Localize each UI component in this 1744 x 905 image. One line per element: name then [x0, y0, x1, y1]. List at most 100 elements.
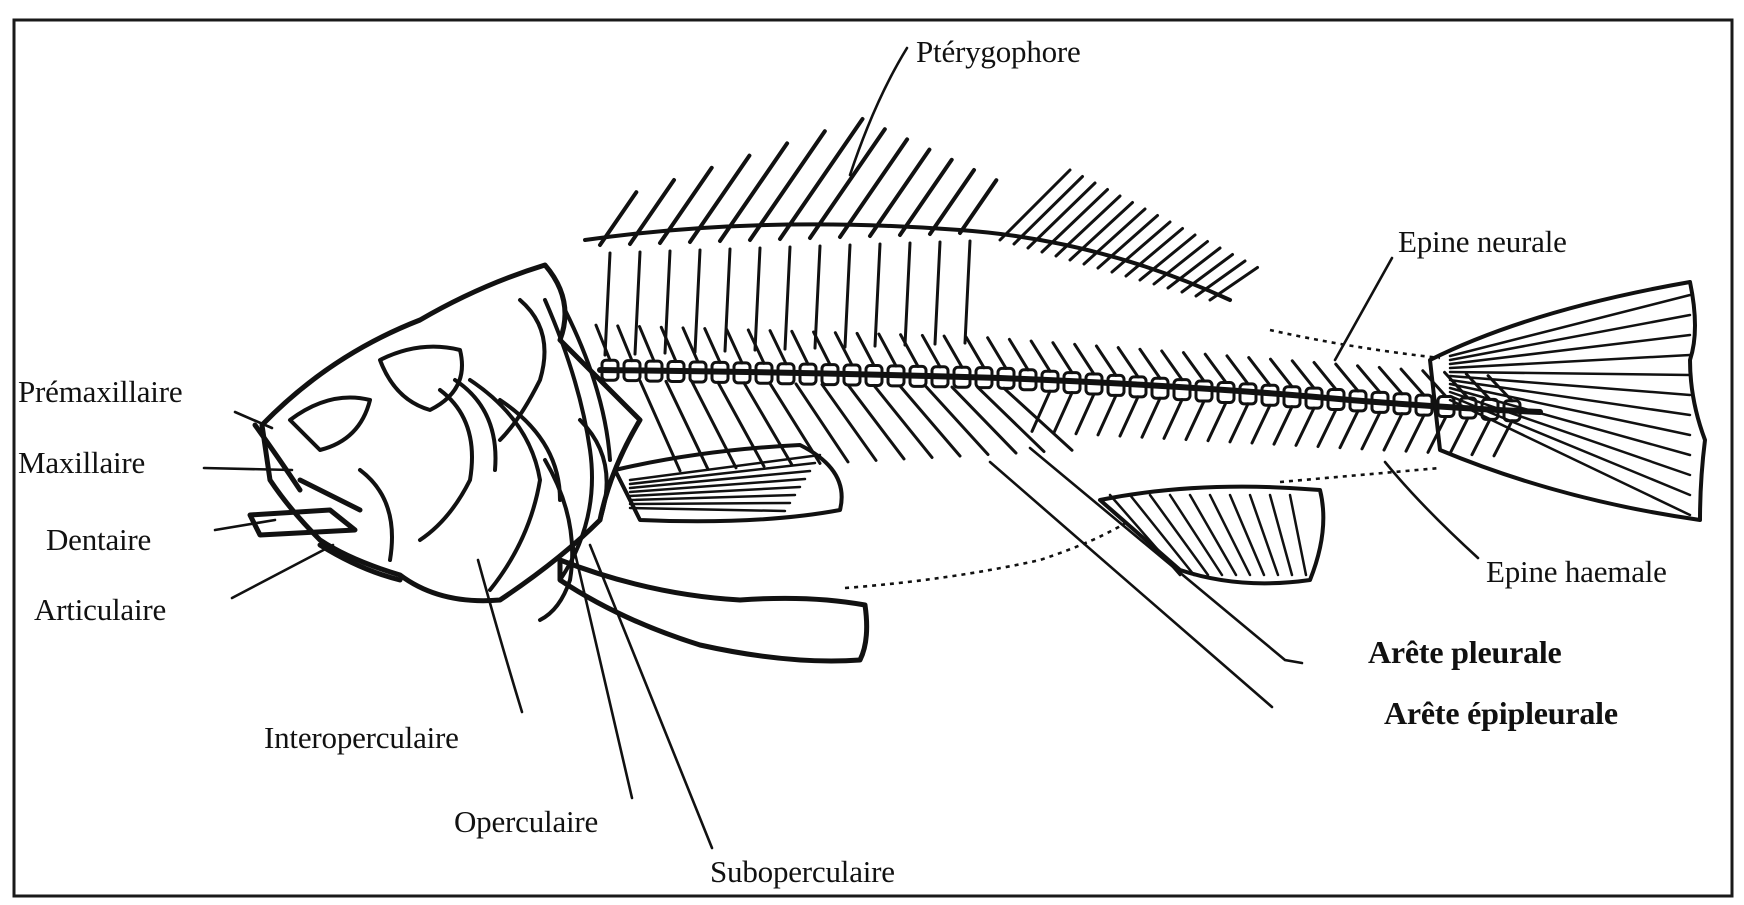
- neural-spine: [1205, 354, 1226, 382]
- haemal-spine: [1450, 418, 1468, 454]
- leader-maxillaire: [204, 468, 292, 470]
- haemal-spine: [1186, 401, 1204, 439]
- label-arete-pleurale: Arête pleurale: [1368, 636, 1562, 668]
- dashed-body-outline-top: [1270, 330, 1440, 358]
- soft-dorsal-ray: [1196, 261, 1245, 296]
- neural-spine: [1401, 369, 1424, 395]
- caudal-fin-rays: [1450, 295, 1690, 515]
- neural-spine: [922, 335, 940, 366]
- pterygophore-bone: [605, 253, 610, 355]
- neural-spine: [640, 327, 654, 362]
- pectoral-fin-ray: [630, 508, 785, 511]
- neural-spine: [1183, 353, 1204, 381]
- pterygophore-bone: [665, 251, 670, 353]
- pectoral-fin-ray: [630, 503, 790, 504]
- pterygophore-bone: [785, 247, 790, 349]
- neural-spine: [988, 338, 1006, 369]
- dorsal-spine: [960, 180, 996, 233]
- caudal-ray: [1450, 372, 1690, 375]
- pterygophore-bone: [695, 250, 700, 352]
- neural-spine: [1249, 358, 1270, 386]
- neural-spine: [727, 329, 742, 363]
- pterygophore-bone: [905, 243, 910, 345]
- soft-dorsal-ray: [1000, 170, 1070, 240]
- dorsal-spine: [840, 139, 907, 237]
- pectoral-fin-ray: [630, 455, 820, 480]
- anal-fin-ray: [1290, 495, 1306, 575]
- rib: [926, 387, 988, 455]
- neural-spine: [879, 334, 896, 366]
- soft-dorsal-ray: [1014, 177, 1083, 245]
- dorsal-spine: [900, 160, 952, 235]
- label-dentaire: Dentaire: [46, 524, 151, 555]
- caudal-ray: [1450, 392, 1690, 475]
- neural-spine: [1271, 359, 1292, 387]
- anal-fin-ray: [1230, 495, 1264, 575]
- haemal-spine: [1296, 408, 1314, 445]
- pterygophore-bone: [815, 246, 820, 348]
- rib: [900, 386, 960, 456]
- rib: [952, 387, 1016, 453]
- dorsal-spine: [810, 129, 885, 238]
- rib: [1004, 388, 1072, 450]
- haemal-spine: [1208, 402, 1226, 440]
- caudal-ray: [1450, 355, 1690, 368]
- rib: [978, 388, 1044, 452]
- neural-spine: [1227, 356, 1248, 384]
- rib: [796, 384, 848, 462]
- label-maxillaire: Maxillaire: [18, 447, 145, 478]
- pterygophore-bone: [965, 241, 970, 343]
- rib: [822, 384, 876, 460]
- neural-spine: [1140, 349, 1160, 378]
- pterygophore-bone: [845, 245, 850, 347]
- haemal-spine: [1098, 395, 1116, 434]
- ribs: [640, 381, 1072, 471]
- leader-arete-epipleurale: [990, 462, 1272, 707]
- label-articulaire: Articulaire: [34, 594, 166, 625]
- neural-spine: [1162, 351, 1182, 380]
- neural-spine: [944, 336, 962, 367]
- neural-spine: [1314, 362, 1336, 389]
- label-arete-epipleurale: Arête épipleurale: [1384, 697, 1618, 729]
- leader-epine-neurale: [1335, 258, 1392, 360]
- caudal-ray: [1450, 400, 1690, 515]
- leader-pterygophore: [850, 48, 907, 175]
- neural-spine: [1118, 348, 1138, 377]
- neural-spine: [835, 333, 852, 365]
- neural-spine: [1336, 364, 1358, 391]
- haemal-spine: [1406, 415, 1424, 451]
- soft-dorsal-ray: [1070, 203, 1133, 261]
- label-pterygophore: Ptérygophore: [916, 36, 1081, 67]
- haemal-spine: [1142, 398, 1160, 437]
- neural-spine: [1379, 367, 1402, 393]
- haemal-spine: [1472, 419, 1490, 454]
- pelvic-fin: [560, 560, 867, 661]
- pterygophore-bone: [935, 242, 940, 344]
- neural-spine: [966, 337, 984, 368]
- leader-interoperculaire: [478, 560, 522, 712]
- haemal-spine: [1362, 412, 1380, 449]
- rib: [744, 383, 792, 465]
- haemal-spine: [1318, 410, 1336, 447]
- haemal-spine: [1076, 394, 1094, 434]
- haemal-spine: [1384, 414, 1402, 450]
- neural-spine: [1075, 344, 1094, 374]
- dashed-belly-outline: [845, 520, 1130, 588]
- label-epine-haemale: Epine haemale: [1486, 556, 1667, 587]
- haemal-spine: [1340, 411, 1358, 448]
- neural-spine: [901, 335, 918, 367]
- dorsal-spine: [870, 150, 929, 236]
- label-premaxillaire: Prémaxillaire: [18, 376, 182, 407]
- skull-outline: [262, 265, 640, 601]
- soft-dorsal-fin-rays: [1000, 170, 1258, 300]
- neural-spine: [705, 329, 720, 363]
- neural-spine: [1358, 366, 1380, 393]
- caudal-ray: [1450, 295, 1690, 356]
- rib: [848, 385, 904, 459]
- neural-spine: [596, 325, 610, 360]
- pterygophore-bone: [755, 248, 760, 350]
- pterygophore-bone: [875, 244, 880, 346]
- haemal-spine: [1252, 405, 1270, 443]
- label-interoperculaire: Interoperculaire: [264, 722, 459, 753]
